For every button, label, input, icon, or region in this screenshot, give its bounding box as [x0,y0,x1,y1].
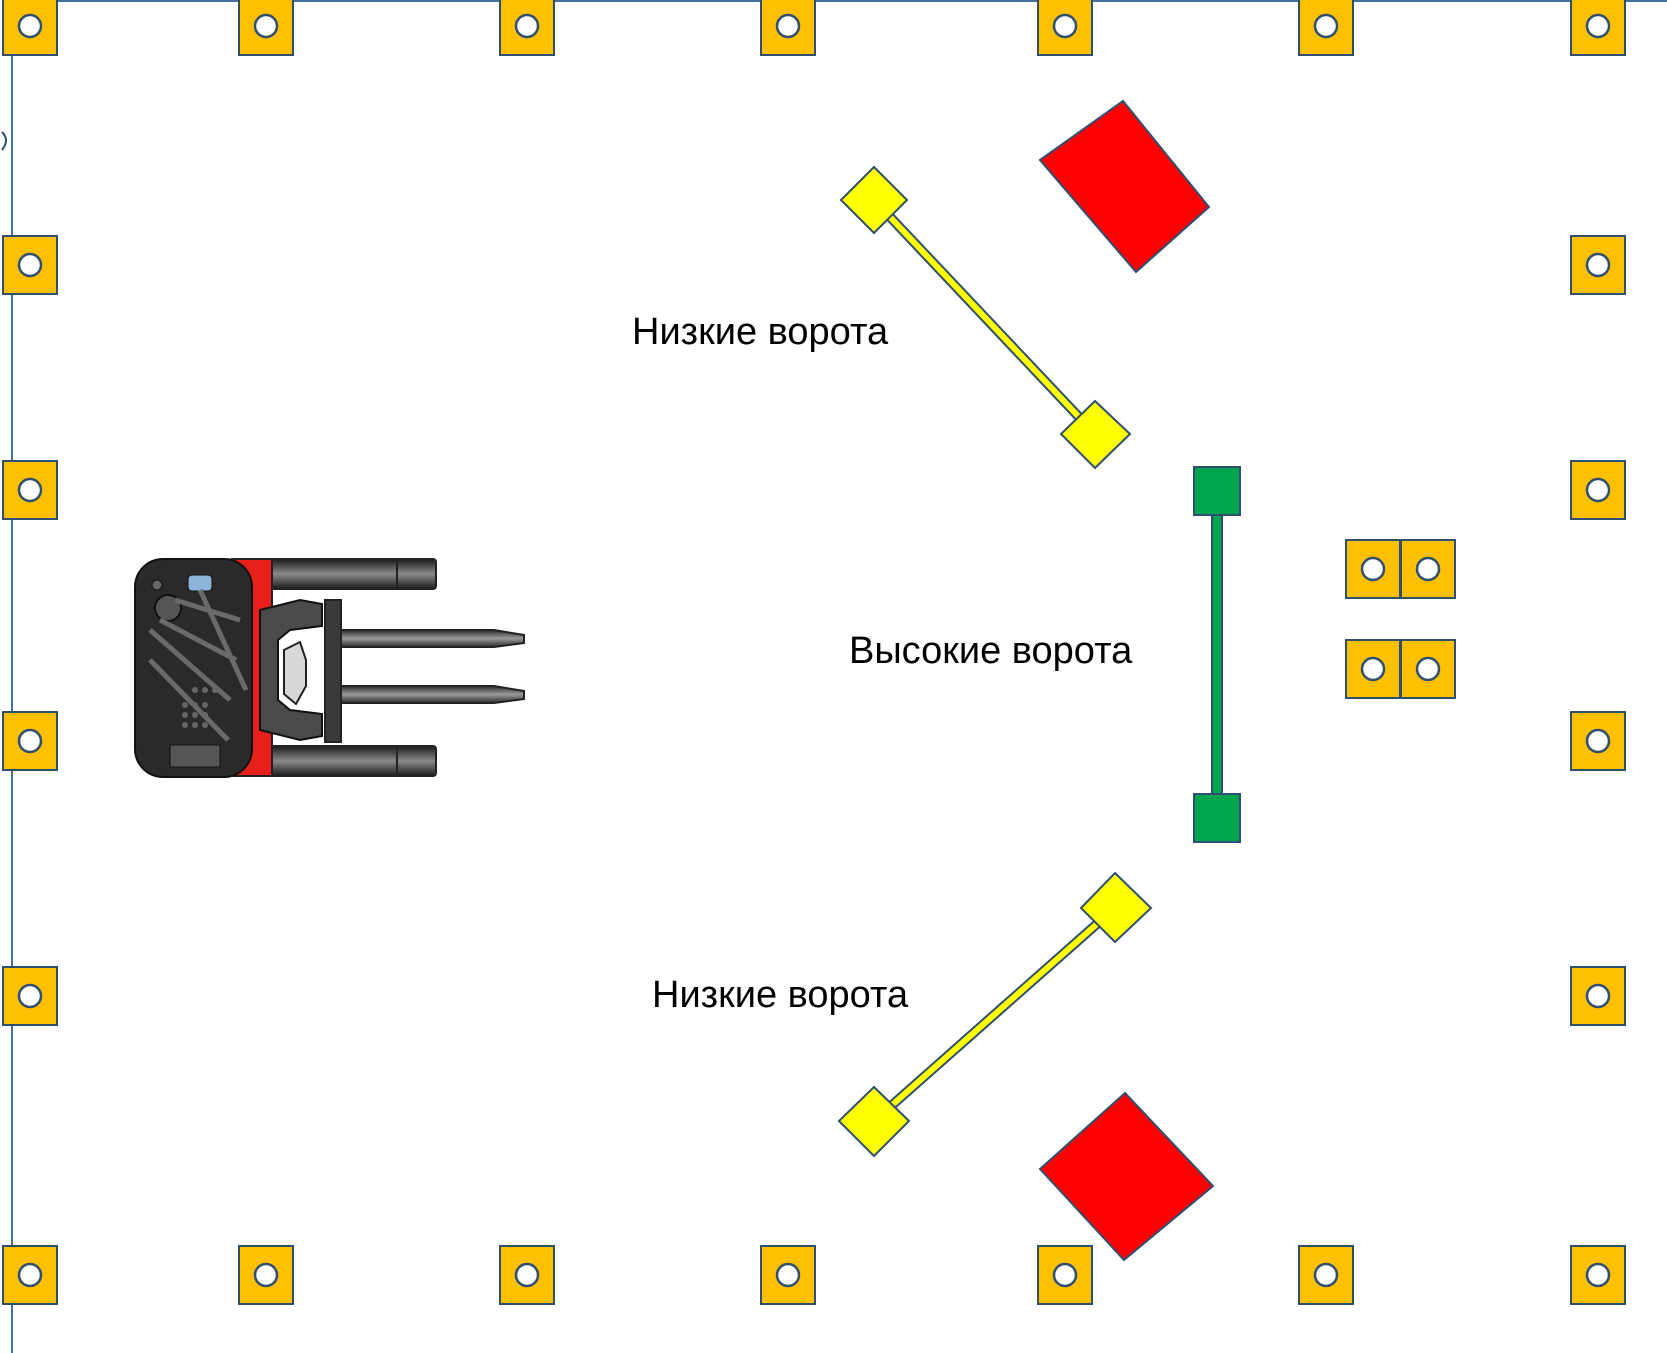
low-gate-bottom-post-a [1079,871,1153,944]
cone-marker-icon [1345,639,1401,699]
low-gate-top [839,165,1132,470]
cone-marker-icon [2,1245,58,1305]
forklift-icon [134,558,525,778]
high-gate-post-a [1193,466,1241,516]
field-corner-mark [1,131,7,151]
high-gate-bar [1211,511,1223,798]
cone-marker-icon [1345,539,1401,599]
cone-marker-icon [1570,711,1626,771]
cone-marker-icon [1570,460,1626,520]
cone-markers [2,0,1626,1305]
cone-marker-icon [1298,1245,1354,1305]
cone-marker-icon [760,0,816,56]
cone-marker-icon [238,1245,294,1305]
low-gate-bottom-label: Низкие ворота [652,974,909,1016]
cone-marker-icon [1037,1245,1093,1305]
low-gate-bottom [837,871,1153,1158]
low-gate-bottom-post-b [837,1085,911,1158]
cone-marker-icon [2,966,58,1026]
cone-marker-icon [1400,639,1456,699]
cone-marker-icon [1570,1245,1626,1305]
cone-marker-icon [2,235,58,295]
cone-marker-icon [2,711,58,771]
cone-marker-icon [499,1245,555,1305]
red-block-bottom [1038,1091,1215,1262]
cone-marker-icon [238,0,294,56]
low-gate-top-post-a [839,165,909,235]
cone-marker-icon [1298,0,1354,56]
cone-marker-icon [1037,0,1093,56]
cone-marker-icon [760,1245,816,1305]
red-block-top [1038,99,1211,274]
cone-marker-icon [499,0,555,56]
cone-marker-icon [1570,235,1626,295]
cone-marker-icon [2,0,58,56]
cone-marker-icon [1570,966,1626,1026]
cone-marker-icon [1570,0,1626,56]
high-gate [1193,466,1241,843]
low-gate-top-label: Низкие ворота [632,311,889,353]
cone-marker-icon [2,460,58,520]
cone-marker-icon [1400,539,1456,599]
high-gate-post-b [1193,793,1241,843]
high-gate-label: Высокие ворота [849,630,1133,672]
low-gate-top-post-b [1059,399,1132,470]
